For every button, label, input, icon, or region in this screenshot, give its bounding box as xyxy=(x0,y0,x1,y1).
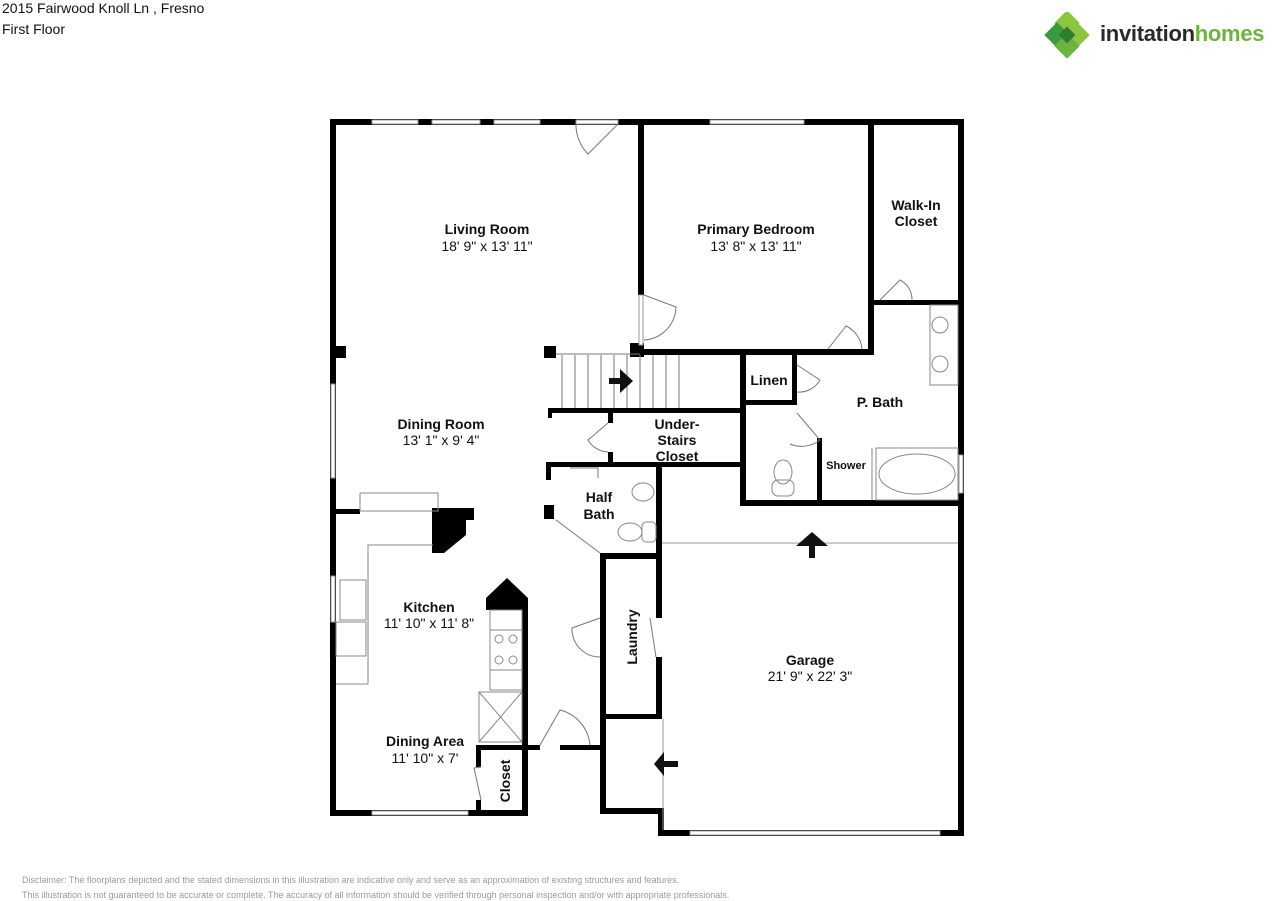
disclaimer-line-1: Disclaimer: The floorplans depicted and … xyxy=(22,875,680,885)
garage-dim: 21' 9" x 22' 3" xyxy=(768,668,853,684)
diamond-cluster-logo-icon xyxy=(1044,12,1090,58)
disclaimer-line-2: This illustration is not guaranteed to b… xyxy=(22,890,730,900)
logo-word-invitation: invitation xyxy=(1100,21,1195,46)
logo-wordmark: invitationhomes xyxy=(1100,21,1265,47)
shower-label: Shower xyxy=(826,460,866,472)
kitchen-dim: 11' 10" x 11' 8" xyxy=(384,615,474,631)
laundry-label: Laundry xyxy=(624,609,640,664)
stair-arrow-icon xyxy=(609,369,633,393)
garage-label: Garage xyxy=(786,652,834,668)
primary-bedroom-label: Primary Bedroom xyxy=(697,221,814,237)
living-room-label: Living Room xyxy=(445,221,530,237)
dining-room-dim: 13' 1" x 9' 4" xyxy=(403,432,480,448)
walkin-closet-label-2: Closet xyxy=(895,213,938,229)
room-labels: Living Room 18' 9" x 13' 11" Primary Bed… xyxy=(384,197,941,802)
half-bath-label-2: Bath xyxy=(583,506,614,522)
floor-label: First Floor xyxy=(2,21,65,37)
half-bath-label-1: Half xyxy=(586,489,613,505)
living-room-dim: 18' 9" x 13' 11" xyxy=(441,238,532,254)
kitchen-label: Kitchen xyxy=(403,599,454,615)
doors xyxy=(473,123,913,801)
under-stairs-label-2: Stairs xyxy=(658,432,697,448)
invitation-homes-logo: invitationhomes xyxy=(1044,12,1280,58)
closet-label: Closet xyxy=(497,759,513,802)
p-bath-label: P. Bath xyxy=(857,394,903,410)
linen-label: Linen xyxy=(750,372,787,388)
garage-side-arrow-icon xyxy=(654,752,678,776)
primary-bedroom-dim: 13' 8" x 13' 11" xyxy=(710,238,801,254)
walkin-closet-label-1: Walk-In xyxy=(891,197,940,213)
dining-room-label: Dining Room xyxy=(397,416,484,432)
dining-area-label: Dining Area xyxy=(386,733,464,749)
property-address: 2015 Fairwood Knoll Ln , Fresno xyxy=(2,0,205,16)
dining-area-dim: 11' 10" x 7' xyxy=(392,750,459,766)
under-stairs-label-3: Closet xyxy=(656,448,699,464)
logo-word-homes: homes xyxy=(1194,21,1265,46)
windows xyxy=(330,119,964,836)
under-stairs-label-1: Under- xyxy=(654,416,699,432)
fixtures xyxy=(335,304,959,743)
garage-entry-arrow-icon xyxy=(796,532,828,558)
walls xyxy=(330,119,964,836)
